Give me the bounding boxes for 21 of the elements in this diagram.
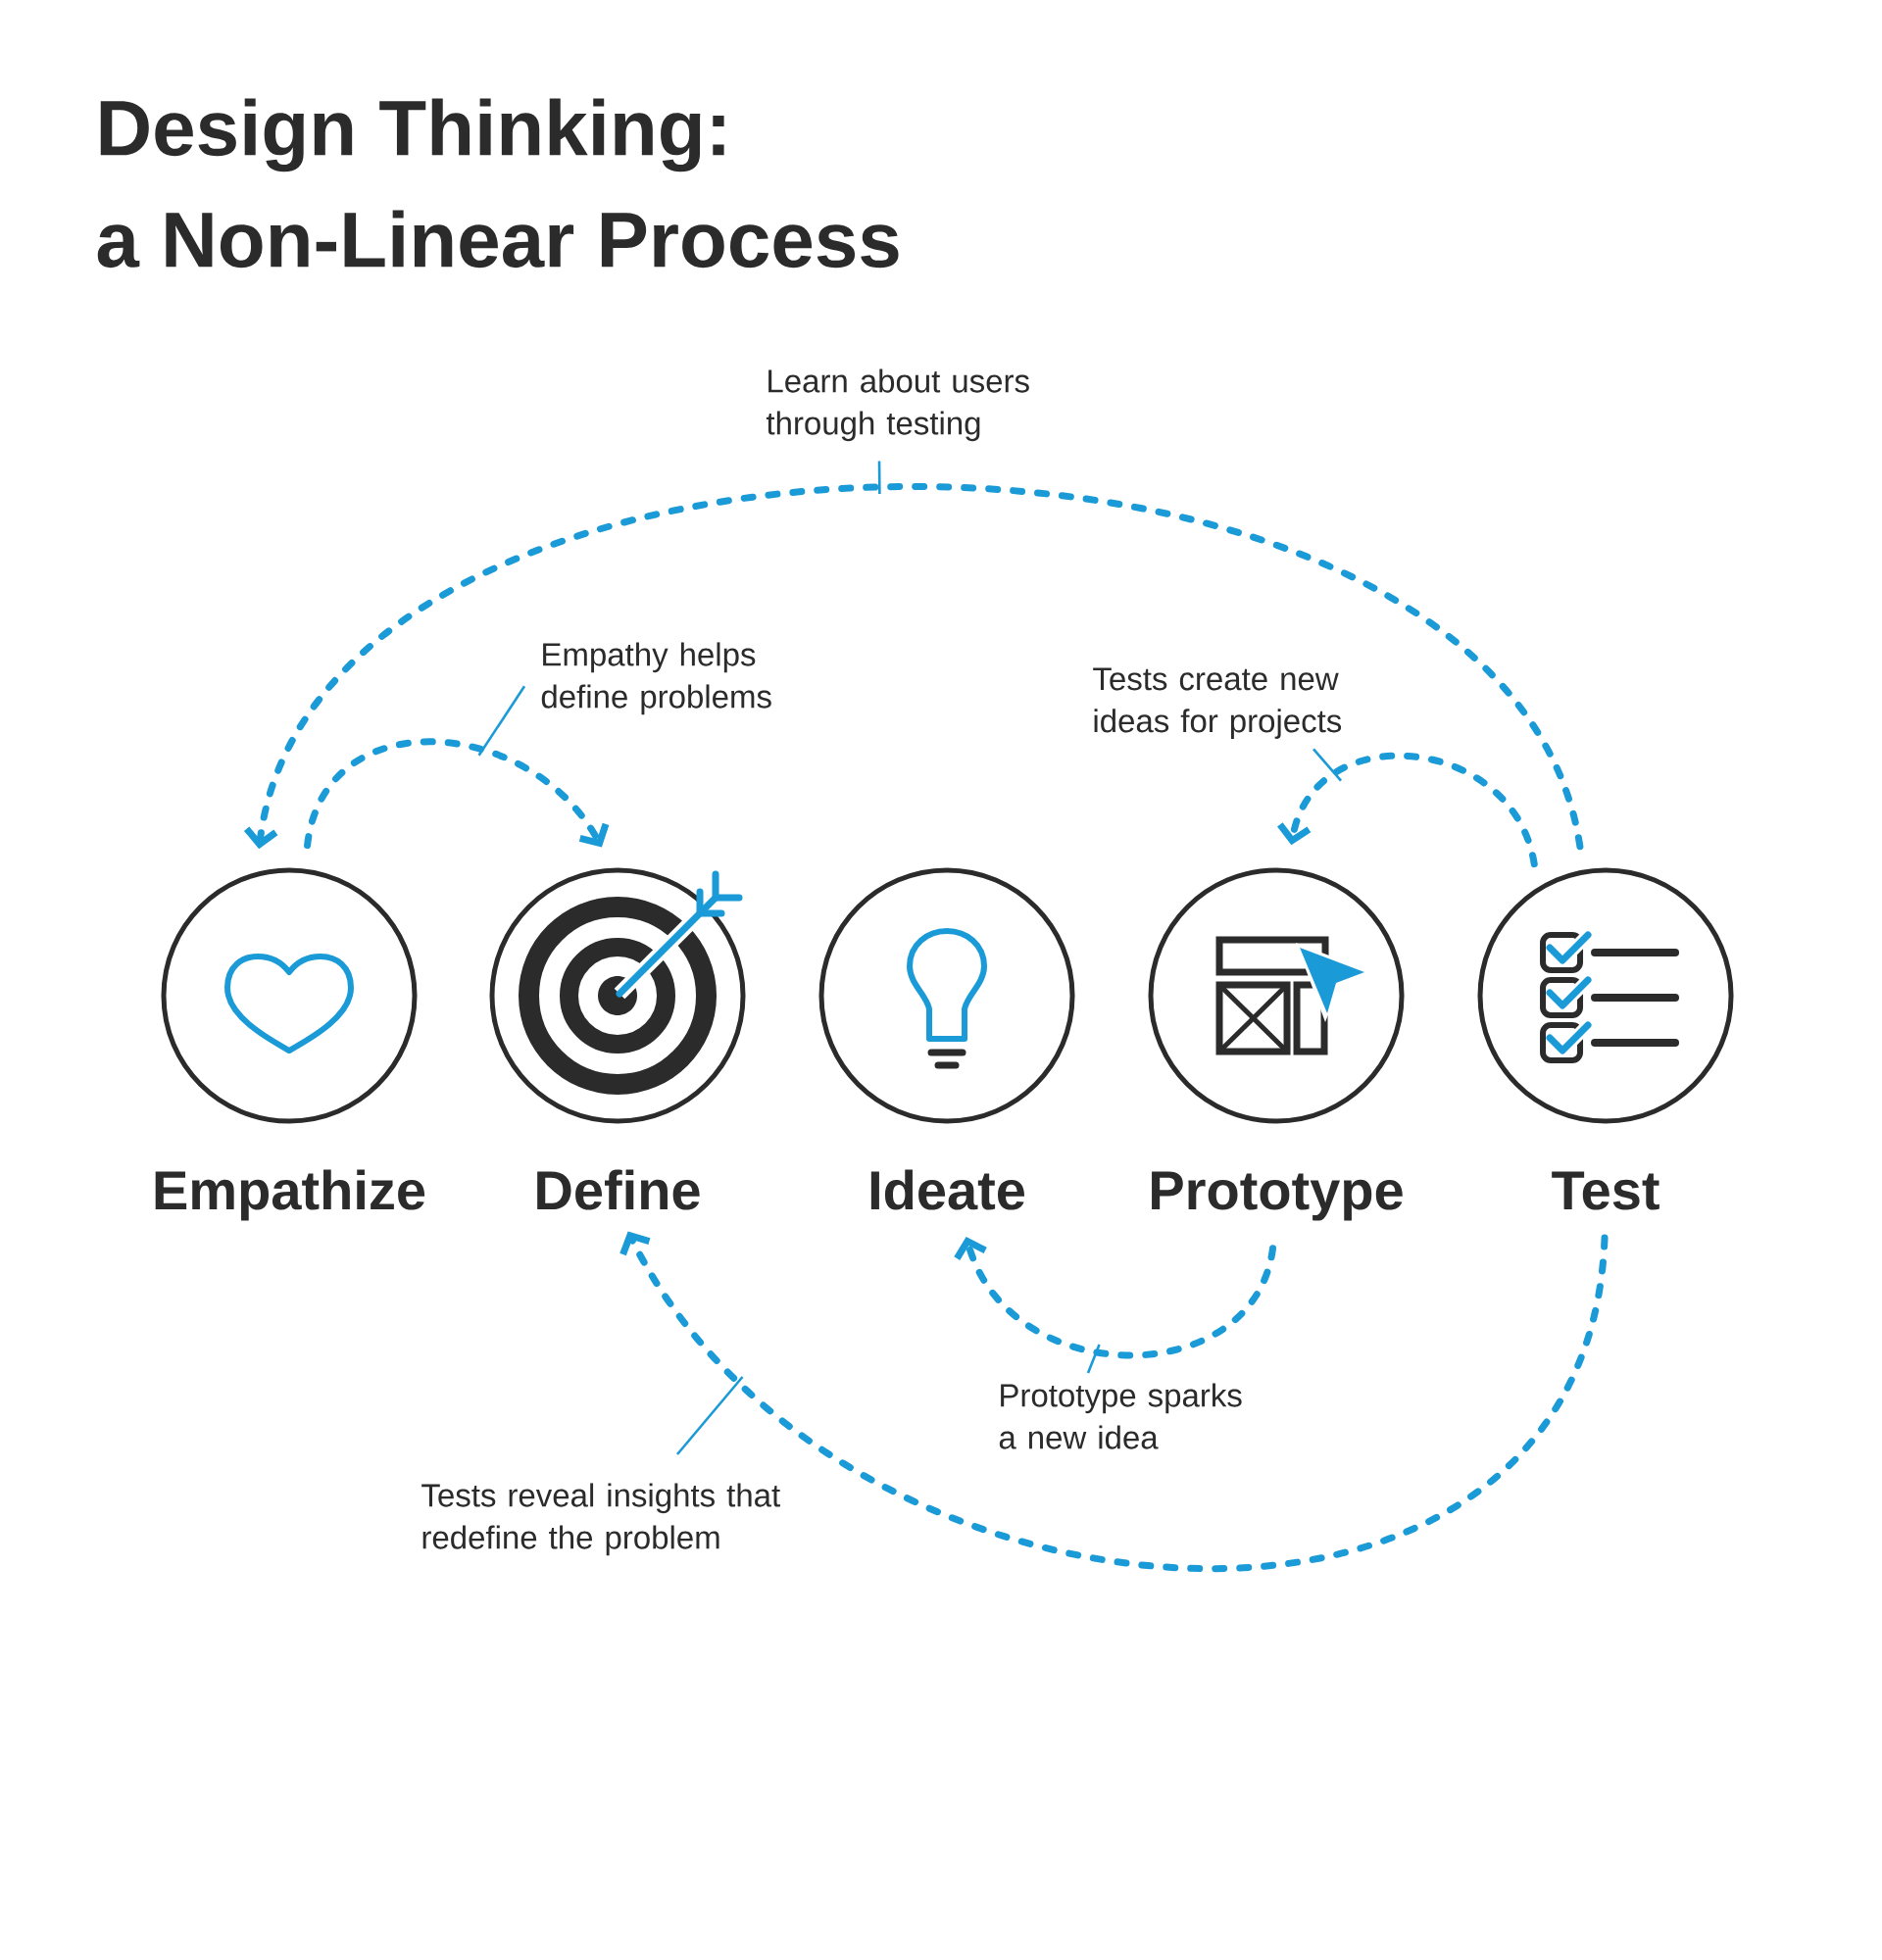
annotation: Tests reveal insights that redefine the problem: [421, 1483, 780, 1556]
stage-label: Prototype: [1152, 1171, 1403, 1221]
stage-label: Empathize: [155, 1169, 425, 1221]
dashed-arrow: [1277, 753, 1538, 868]
stage-label: Define: [537, 1169, 700, 1210]
leader-line: [477, 685, 526, 757]
dashed-arrow: [304, 738, 610, 850]
leader-line: [1312, 748, 1343, 782]
leader-line: [676, 1376, 744, 1455]
stage-label: Test: [1552, 1171, 1659, 1210]
annotation: Tests create new ideas for projects: [1093, 667, 1342, 739]
annotation: Prototype sparks a new idea: [999, 1383, 1242, 1449]
dashed-arrow: [954, 1236, 1276, 1359]
title: Design Thinking: a Non-Linear Process: [97, 98, 899, 269]
dashed-arrow: [243, 482, 1584, 851]
annotation: Empathy helps define problems: [541, 642, 771, 715]
stage-label: Ideate: [870, 1169, 1025, 1210]
leader-line: [1086, 1344, 1101, 1374]
dashed-arrow: [619, 1231, 1609, 1572]
annotation: Learn about users through testing: [766, 368, 1029, 442]
leader-line: [877, 461, 881, 495]
